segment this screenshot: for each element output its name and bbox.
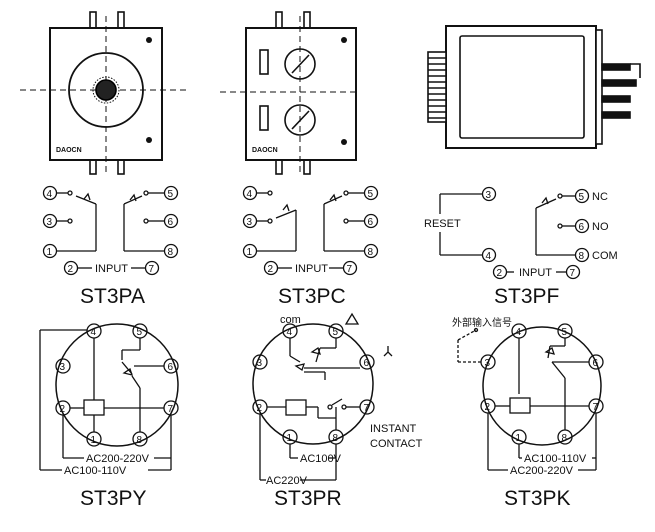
st3pr-ac100-label: AC100V	[300, 453, 342, 465]
pin-4: 4	[486, 251, 492, 262]
pin-5: 5	[579, 192, 585, 203]
pin-7: 7	[593, 402, 599, 413]
pin-4: 4	[91, 327, 97, 338]
st3pc-front-view	[220, 11, 360, 176]
pin-8: 8	[562, 433, 568, 444]
pin-5: 5	[368, 189, 374, 200]
st3py-ac200-220-label: AC200-220V	[86, 453, 150, 465]
pin-6: 6	[168, 362, 174, 373]
st3pf-input-label: INPUT	[519, 267, 552, 279]
pin-2: 2	[60, 404, 66, 415]
pin-3: 3	[47, 217, 53, 228]
pin-1: 1	[516, 433, 522, 444]
pin-8: 8	[137, 435, 143, 446]
pin-1: 1	[247, 247, 253, 258]
pin-1: 1	[91, 435, 97, 446]
st3py-ac100-110-label: AC100-110V	[64, 465, 127, 477]
st3pf-side-view	[427, 25, 641, 149]
pin-3: 3	[247, 217, 253, 228]
pin-5: 5	[333, 327, 339, 338]
st3pa-model-label: ST3PA	[80, 285, 145, 308]
pin-6: 6	[364, 358, 370, 369]
st3py-socket-diagram	[39, 323, 179, 471]
pin-8: 8	[368, 247, 374, 258]
st3py-model-label: ST3PY	[80, 487, 147, 510]
pin-3: 3	[257, 358, 263, 369]
pin-4: 4	[247, 189, 253, 200]
pin-2: 2	[485, 402, 491, 413]
pin-7: 7	[364, 403, 370, 414]
pin-1: 1	[287, 433, 293, 444]
st3pc-contact-diagram	[242, 185, 379, 276]
pin-4: 4	[47, 189, 53, 200]
pin-8: 8	[333, 433, 339, 444]
pin-2: 2	[268, 264, 274, 275]
st3pc-input-label: INPUT	[295, 263, 328, 275]
st3pk-model-label: ST3PK	[504, 487, 571, 510]
st3pc-brand-label: DAOCN	[252, 147, 278, 154]
st3pr-pin-numbers: 4 5 3 6 2 7 1 8	[257, 327, 370, 444]
pin-6: 6	[168, 217, 174, 228]
pin-7: 7	[149, 264, 155, 275]
pin-5: 5	[168, 189, 174, 200]
st3pf-pin-numbers: 3 4 5 6 8 2 7	[486, 190, 585, 279]
st3pk-ac200-220-label: AC200-220V	[510, 465, 574, 477]
st3py-pin-numbers: 4 5 3 6 2 7 1 8	[60, 327, 174, 446]
pin-6: 6	[593, 358, 599, 369]
pin-7: 7	[168, 404, 174, 415]
pin-7: 7	[347, 264, 353, 275]
pin-2: 2	[68, 264, 74, 275]
st3pa-input-label: INPUT	[95, 263, 128, 275]
pin-8: 8	[579, 251, 585, 262]
st3pc-model-label: ST3PC	[278, 285, 346, 308]
st3pf-com-label: COM	[592, 250, 618, 262]
st3pk-ac100-110-label: AC100-110V	[524, 453, 587, 465]
st3pk-pin-numbers: 4 5 3 6 2 7 1 8	[485, 327, 599, 444]
st3pr-ac220-label: AC220V	[266, 475, 308, 487]
st3pc-pin-numbers: 4 3 1 5 6 8 2 7	[247, 189, 374, 275]
st3pr-contact-label: CONTACT	[370, 438, 423, 450]
pin-3: 3	[485, 358, 491, 369]
st3pk-external-input-label: 外部输入信号	[452, 316, 512, 329]
pin-5: 5	[562, 327, 568, 338]
pin-3: 3	[486, 190, 492, 201]
st3pr-instant-label: INSTANT	[370, 423, 417, 435]
pin-2: 2	[497, 268, 503, 279]
pin-6: 6	[368, 217, 374, 228]
st3pf-reset-label: RESET	[424, 218, 461, 230]
st3pf-model-label: ST3PF	[494, 285, 559, 308]
pin-5: 5	[137, 327, 143, 338]
st3pa-front-view	[20, 11, 190, 175]
st3pa-brand-label: DAOCN	[56, 147, 82, 154]
st3pf-contact-diagram	[439, 186, 590, 280]
pin-8: 8	[168, 247, 174, 258]
pin-1: 1	[47, 247, 53, 258]
st3pr-socket-diagram	[252, 312, 393, 481]
pin-2: 2	[257, 403, 263, 414]
st3pr-model-label: ST3PR	[274, 487, 342, 510]
pin-7: 7	[570, 268, 576, 279]
st3pf-nc-label: NC	[592, 191, 608, 203]
st3pa-contact-diagram	[42, 185, 179, 276]
pin-4: 4	[287, 327, 293, 338]
pin-4: 4	[516, 327, 522, 338]
st3pr-com-label: com	[280, 314, 301, 326]
st3pf-no-label: NO	[592, 221, 609, 233]
st3pa-pin-numbers: 4 3 1 5 6 8 2 7	[47, 189, 174, 275]
st3pk-socket-diagram	[457, 323, 604, 471]
pin-3: 3	[60, 362, 66, 373]
pin-6: 6	[579, 222, 585, 233]
